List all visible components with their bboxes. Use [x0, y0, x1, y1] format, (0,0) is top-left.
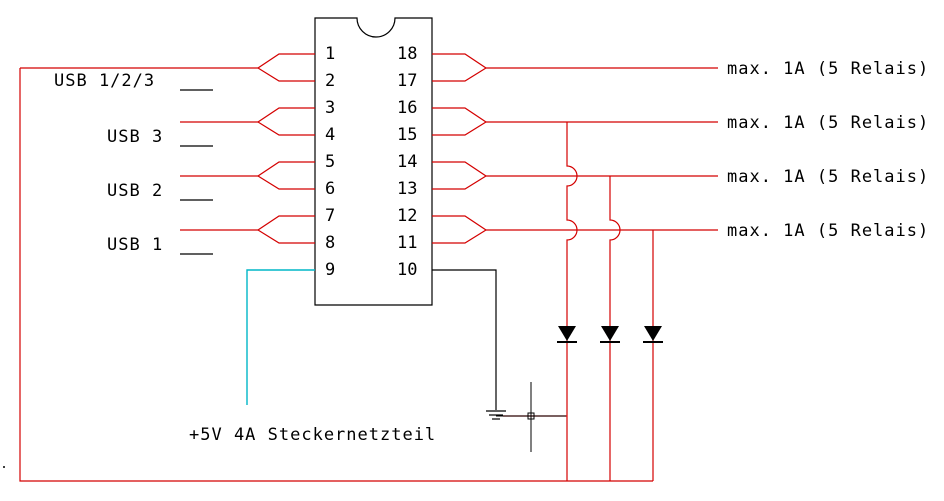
pin-label: 8 — [325, 233, 335, 253]
diode-icon — [600, 326, 620, 343]
input-wire-usb3 — [256, 107, 315, 136]
ground-wire — [432, 269, 497, 410]
pin-label: 16 — [397, 98, 417, 118]
output-label: max. 1A (5 Relais) — [727, 221, 929, 241]
output-label: max. 1A (5 Relais) — [727, 59, 929, 79]
input-label-usb2: USB 2 — [107, 181, 163, 201]
output-label: max. 1A (5 Relais) — [727, 167, 929, 187]
pin-label: 14 — [397, 152, 417, 172]
diode-icon — [643, 326, 663, 343]
pin-label: 1 — [325, 44, 335, 64]
input-wire-usb2 — [256, 161, 315, 190]
pin-label: 13 — [397, 179, 417, 199]
pin-label: 5 — [325, 152, 335, 172]
pin-label: 10 — [397, 260, 417, 280]
input-label-usb3: USB 3 — [107, 127, 163, 147]
diode-feed-lines — [566, 122, 654, 481]
pin-label: 2 — [325, 71, 335, 91]
output-labels: max. 1A (5 Relais) max. 1A (5 Relais) ma… — [727, 59, 929, 241]
diode-icon — [557, 326, 577, 343]
pin-label: 15 — [397, 125, 417, 145]
supply-label: +5V 4A Steckernetzteil — [189, 425, 436, 445]
left-return-rail — [19, 68, 653, 482]
corner-mark — [3, 466, 5, 468]
pin-label: 7 — [325, 206, 335, 226]
pin-label: 3 — [325, 98, 335, 118]
input-label-usb1: USB 1 — [107, 235, 163, 255]
pin-label: 4 — [325, 125, 335, 145]
input-wire-usb123 — [256, 53, 315, 82]
output-wires — [432, 53, 718, 244]
output-wire-1 — [432, 53, 488, 82]
output-wire-3 — [432, 161, 488, 190]
output-label: max. 1A (5 Relais) — [727, 113, 929, 133]
feed-line-b — [609, 176, 621, 481]
input-wires — [20, 53, 315, 244]
pin-label: 18 — [397, 44, 417, 64]
pin-label: 9 — [325, 260, 335, 280]
pin-label: 11 — [397, 233, 417, 253]
pin-label: 12 — [397, 206, 417, 226]
input-wire-usb1 — [256, 215, 315, 244]
ic-left-pin-labels: 1 2 3 4 5 6 7 8 9 — [325, 44, 335, 280]
output-wire-2 — [432, 107, 488, 136]
pin-label: 17 — [397, 71, 417, 91]
supply-wire — [246, 269, 315, 405]
crosshair-cursor-icon — [496, 382, 566, 452]
ic-right-pin-labels: 18 17 16 15 14 13 12 11 10 — [397, 44, 417, 280]
ground-icon — [486, 410, 506, 420]
ic-body — [314, 17, 433, 306]
output-wire-4 — [432, 215, 488, 244]
input-label-usb123: USB 1/2/3 — [54, 71, 155, 91]
input-labels: USB 1/2/3 USB 3 USB 2 USB 1 — [54, 71, 213, 255]
feed-line-a — [566, 122, 578, 481]
diodes — [557, 326, 663, 343]
pin-label: 6 — [325, 179, 335, 199]
